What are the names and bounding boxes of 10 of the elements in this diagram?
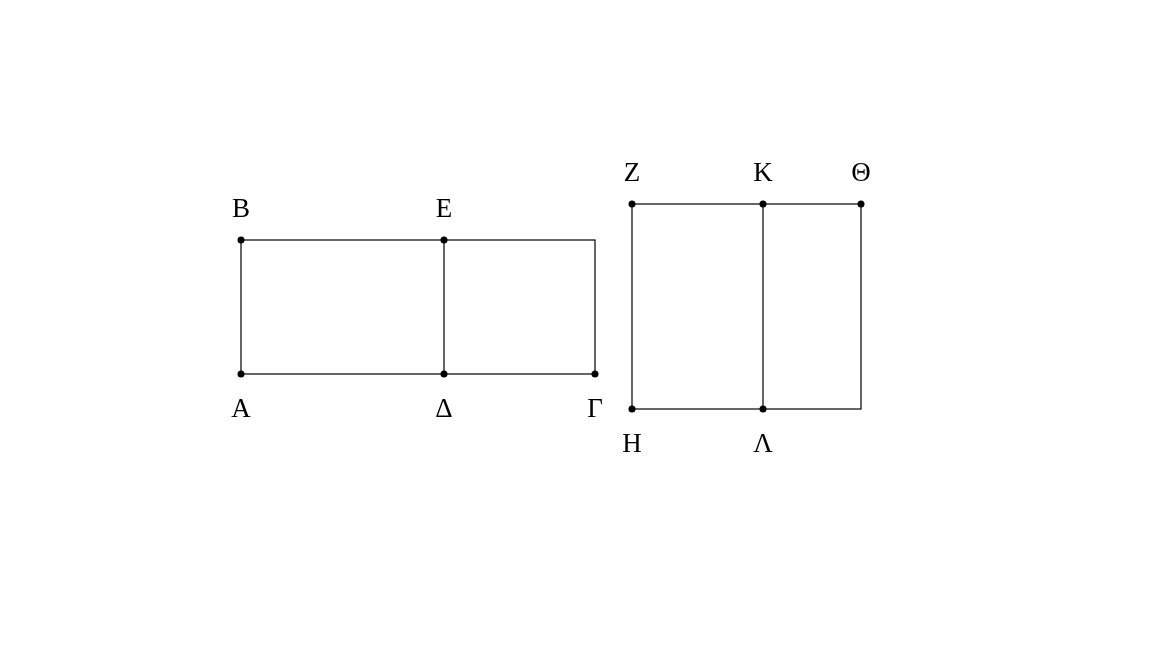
point-label: Ζ <box>623 158 641 186</box>
point-label: Θ <box>851 158 871 186</box>
point-label: Λ <box>753 429 773 457</box>
point-label: Η <box>622 429 642 457</box>
point-label: Γ <box>587 394 603 422</box>
point-label: Δ <box>435 394 453 422</box>
point-label: Κ <box>753 158 773 186</box>
point-label: Β <box>232 194 250 222</box>
point-label: Ε <box>435 194 453 222</box>
point-label: Α <box>231 394 251 422</box>
